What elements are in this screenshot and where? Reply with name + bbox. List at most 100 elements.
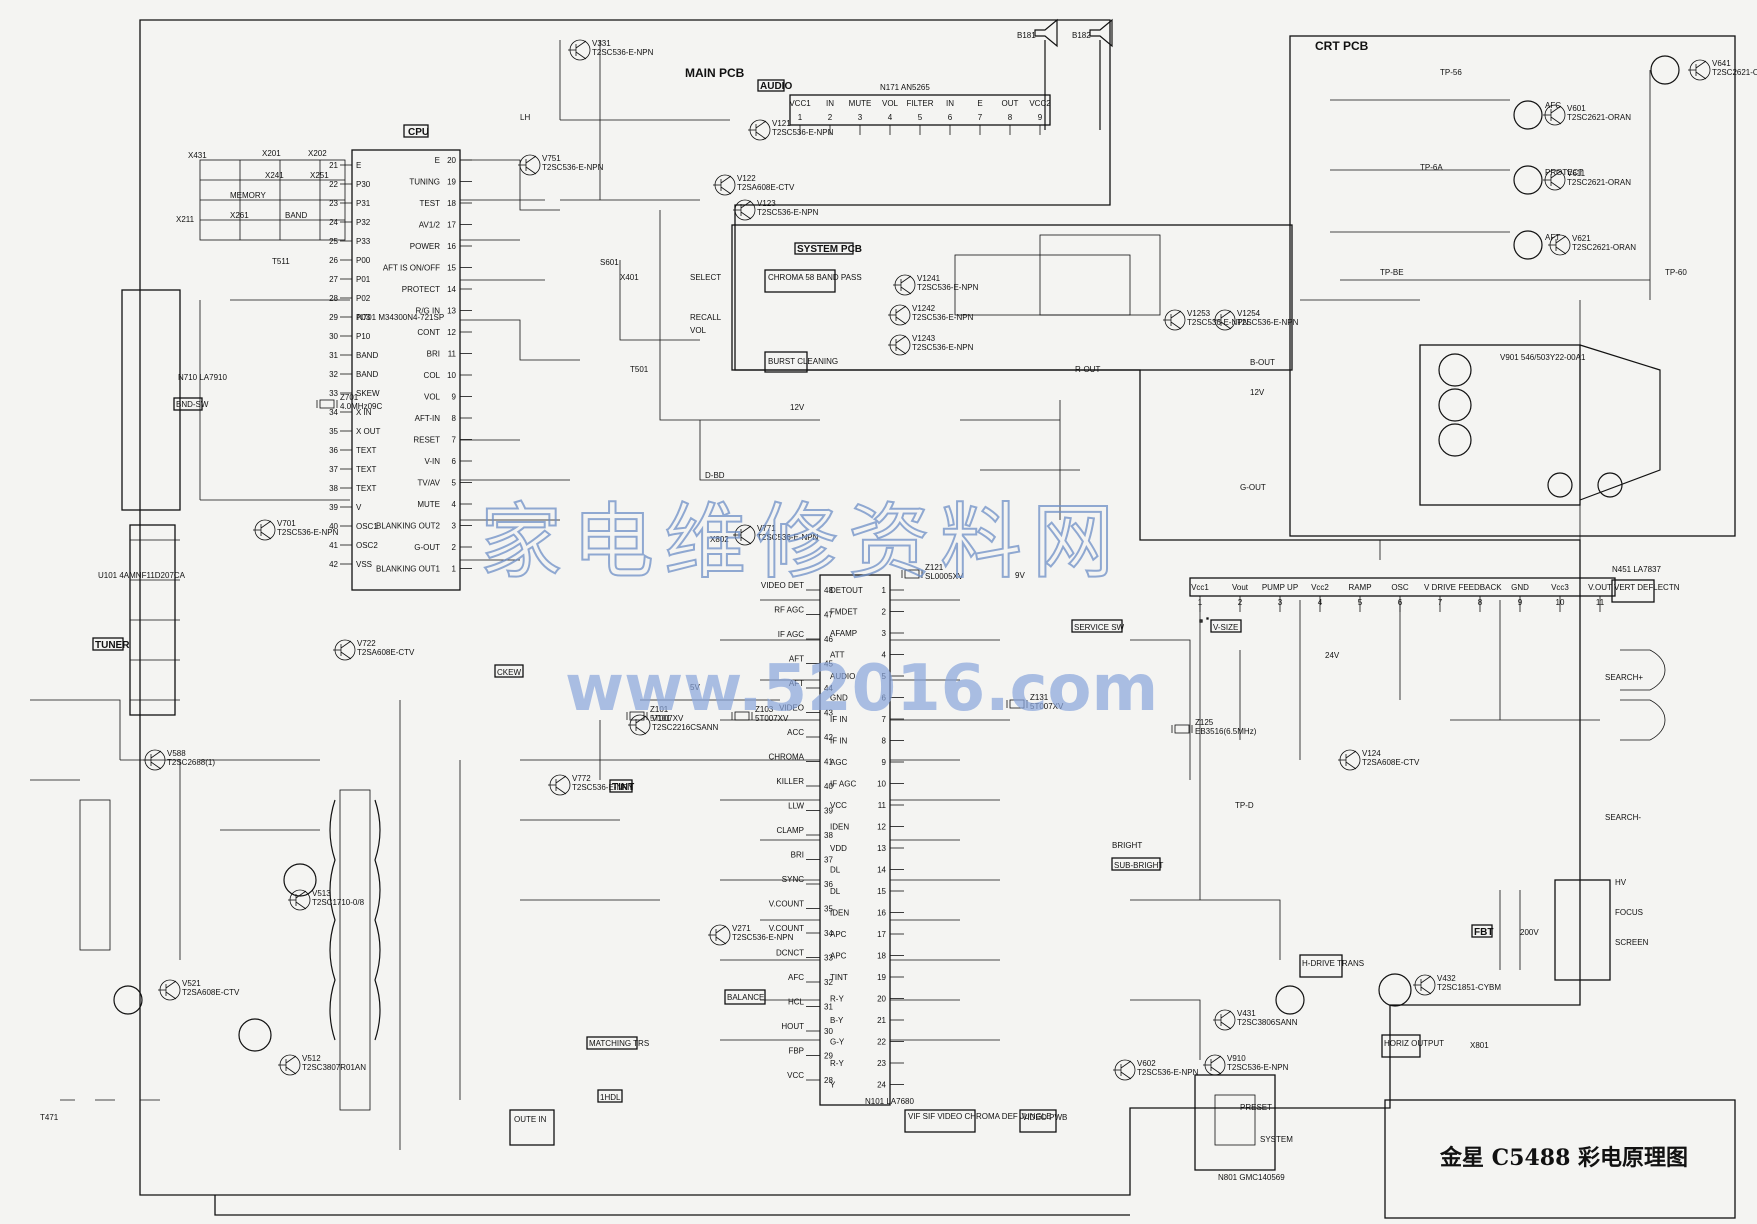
cpu-pin-name: TEXT <box>356 465 377 474</box>
jungle-pin-number: 8 <box>882 737 887 746</box>
cpu-pin-number: 17 <box>447 221 456 230</box>
jungle-pin-name: V.COUNT <box>769 924 804 933</box>
audio-pin-number: 2 <box>828 113 833 122</box>
transistor-part: T2SC2621-ORAN <box>1712 68 1757 77</box>
transistor-ref: V124 <box>1362 749 1381 758</box>
supply-12v-label-2: 12V <box>790 403 805 412</box>
jungle-pin-number: 41 <box>824 758 833 767</box>
vert-pin-name: PUMP UP <box>1262 583 1298 592</box>
audio-part-label: N171 AN5265 <box>880 83 930 92</box>
keypad-matrix: X431 X201 X202 X211 X241 X251 X261 MEMOR… <box>176 149 346 241</box>
jungle-pin-name: CHROMA <box>768 753 804 762</box>
hv-label: HV <box>1615 878 1627 887</box>
audio-pin-name: IN <box>826 99 834 108</box>
search-minus-label: X251 <box>310 171 329 180</box>
transistor-ref: V431 <box>1237 1009 1256 1018</box>
transistor-icon <box>893 274 916 296</box>
cpu-pin-number: 34 <box>329 408 338 417</box>
rgb-output-stage: AFC PROTECT AFT TP-56 TP-6A TP-60 TP-BE <box>1330 55 1687 300</box>
transistor-icon <box>1548 234 1571 256</box>
transistor-ref: V771 <box>757 524 776 533</box>
neut-label: T471 <box>40 1113 59 1122</box>
transistor-ref: V588 <box>167 749 186 758</box>
jungle-pin-number: 20 <box>877 995 886 1004</box>
transistor-icon <box>288 889 311 911</box>
service-sw-label: SERVICE SW <box>1074 623 1125 632</box>
jungle-pin-number: 28 <box>824 1076 833 1085</box>
jungle-pin-name: VDD <box>830 844 847 853</box>
jungle-pin-number: 24 <box>877 1081 886 1090</box>
speaker-b182-icon <box>1089 18 1113 48</box>
cpu-pin-number: 9 <box>452 393 457 402</box>
supply-24v-label: 24V <box>1325 651 1340 660</box>
cpu-pin-number: 21 <box>329 161 338 170</box>
crystal-ref: Z101 <box>650 705 669 714</box>
jungle-pin-number: 4 <box>882 651 887 660</box>
cpu-pin-number: 16 <box>447 242 456 251</box>
cpu-pin-name: P10 <box>356 332 371 341</box>
jungle-pin-number: 31 <box>824 1003 833 1012</box>
transistor-ref: V910 <box>1227 1054 1246 1063</box>
jungle-pin-name: LLW <box>788 802 804 811</box>
select-key-label: X261 <box>230 211 249 220</box>
transistor-icon <box>158 979 181 1001</box>
jungle-pin-number: 32 <box>824 978 833 987</box>
transistor-part: T2SC536-E-NPN <box>912 343 974 352</box>
vert-pin-name: Vcc2 <box>1311 583 1329 592</box>
cpu-pin-name: VOL <box>424 393 441 402</box>
cpu-pin-number: 11 <box>448 350 457 359</box>
transistor-ref: V331 <box>592 39 611 48</box>
jungle-pin-name: VIDEO <box>779 704 804 713</box>
jungle-pin-name: TINT <box>830 973 848 982</box>
jungle-pin-name: VIDEO DET <box>761 581 804 590</box>
jungle-pin-number: 40 <box>824 782 833 791</box>
transistor-icon <box>253 519 276 541</box>
supply-12v-label: 12V <box>1250 388 1265 397</box>
cpu-pin-number: 19 <box>447 178 456 187</box>
cpu-pin-number: 37 <box>329 465 338 474</box>
jungle-pin-name: VCC <box>830 801 847 810</box>
jungle-pin-number: 34 <box>824 929 833 938</box>
transistor-part: T2SC536-E-NPN <box>1237 318 1299 327</box>
transistor-part: T2SC1851-CYBM <box>1437 983 1501 992</box>
regulator-label: N710 LA7910 <box>178 373 227 382</box>
transistor-icon <box>548 774 571 796</box>
transistor-icon <box>1543 169 1566 191</box>
key-ic: N801 GMC140569 <box>1194 1074 1285 1182</box>
burst-cleaning-label: BURST CLEANING <box>768 357 838 366</box>
transistor-part: T2SC3806SANN <box>1237 1018 1298 1027</box>
audio-pin-name: FILTER <box>907 99 934 108</box>
cpu-pin-number: 26 <box>329 256 338 265</box>
transistor-icon <box>1163 309 1186 331</box>
power-supply: T471 <box>40 789 381 1122</box>
audio-pin-number: 6 <box>948 113 953 122</box>
cpu-pin-name: E <box>435 156 440 165</box>
audio-label: AUDIO <box>760 81 792 92</box>
tp-be-label: TP-BE <box>1380 268 1404 277</box>
audio-pin-number: 5 <box>918 113 923 122</box>
jungle-pin-number: 23 <box>877 1059 886 1068</box>
cpu-pin-name: CONT <box>417 328 440 337</box>
transistor-icon <box>1113 1059 1136 1081</box>
transistor-part: T2SC536-E-NPN <box>757 533 819 542</box>
cpu-part-label: N701 M34300N4-721SP <box>357 313 444 322</box>
cpu-pin-number: 29 <box>329 313 338 322</box>
audio-pin-name: VOL <box>882 99 899 108</box>
transistor-ref: V641 <box>1712 59 1731 68</box>
cpu-pin-name: PROTECT <box>402 285 440 294</box>
audio-pin-number: 4 <box>888 113 893 122</box>
jungle-pin-name: AFC <box>788 973 804 982</box>
cpu-pin-number: 27 <box>329 275 338 284</box>
jungle-pin-name: G-Y <box>830 1038 845 1047</box>
jungle-pin-name: IDEN <box>830 823 849 832</box>
crystal-ref: Z103 <box>755 705 774 714</box>
preset-key-label: X202 <box>308 149 327 158</box>
crt-pcb-frame <box>1289 35 1736 537</box>
vert-pin-name: V.OUT <box>1588 583 1612 592</box>
jungle-pin-number: 7 <box>882 715 887 724</box>
cpu-pin-number: 30 <box>329 332 338 341</box>
jungle-pin-number: 33 <box>824 954 833 963</box>
jungle-pin-number: 46 <box>824 635 833 644</box>
